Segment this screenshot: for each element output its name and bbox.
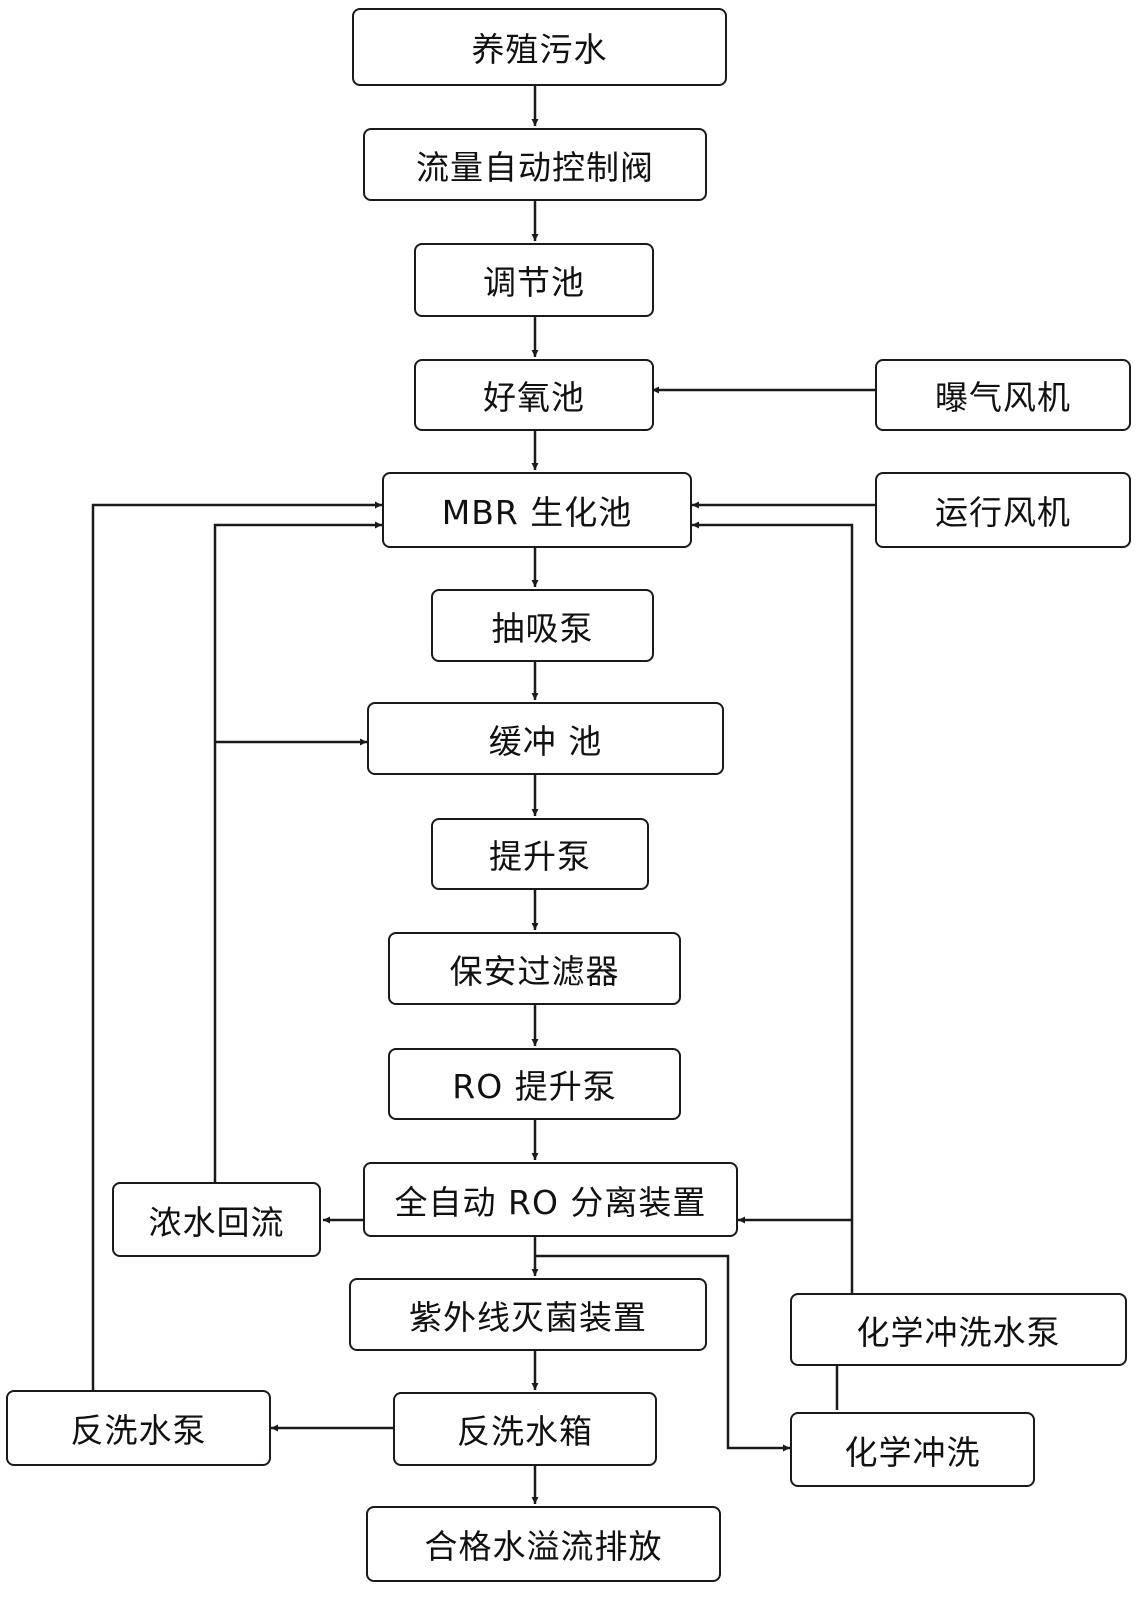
arrow-ro-to-chem-wash [535, 1254, 790, 1452]
node-lift-pump: 提升泵 [431, 818, 649, 890]
node-buffer-tank: 缓冲 池 [367, 702, 724, 775]
node-suction-pump: 抽吸泵 [431, 589, 654, 662]
node-aeration-blower: 曝气风机 [875, 359, 1131, 431]
arrow-chem-pump-to-mbr [692, 521, 854, 1293]
node-chemical-wash-pump: 化学冲洗水泵 [790, 1293, 1127, 1366]
node-ro-lift-pump: RO 提升泵 [388, 1048, 681, 1120]
node-backwash-pump: 反洗水泵 [6, 1390, 271, 1466]
node-uv-sterilizer: 紫外线灭菌装置 [349, 1278, 707, 1351]
node-regulating-tank: 调节池 [414, 243, 654, 317]
node-wastewater: 养殖污水 [352, 8, 727, 86]
node-aerobic-tank: 好氧池 [414, 359, 654, 431]
node-operating-blower: 运行风机 [875, 472, 1131, 548]
node-chemical-wash: 化学冲洗 [790, 1412, 1035, 1487]
arrow-backwash-pump-to-mbr [91, 501, 382, 1390]
node-qualified-water-discharge: 合格水溢流排放 [366, 1506, 721, 1582]
node-backwash-tank: 反洗水箱 [393, 1392, 657, 1466]
node-flow-control-valve: 流量自动控制阀 [363, 128, 707, 201]
arrow-concentrate-return-to-mbr [213, 521, 382, 1182]
node-security-filter: 保安过滤器 [388, 932, 681, 1005]
node-ro-separation-unit: 全自动 RO 分离装置 [363, 1162, 738, 1237]
node-concentrate-return: 浓水回流 [112, 1182, 321, 1257]
node-mbr-biochemical-tank: MBR 生化池 [382, 472, 692, 548]
